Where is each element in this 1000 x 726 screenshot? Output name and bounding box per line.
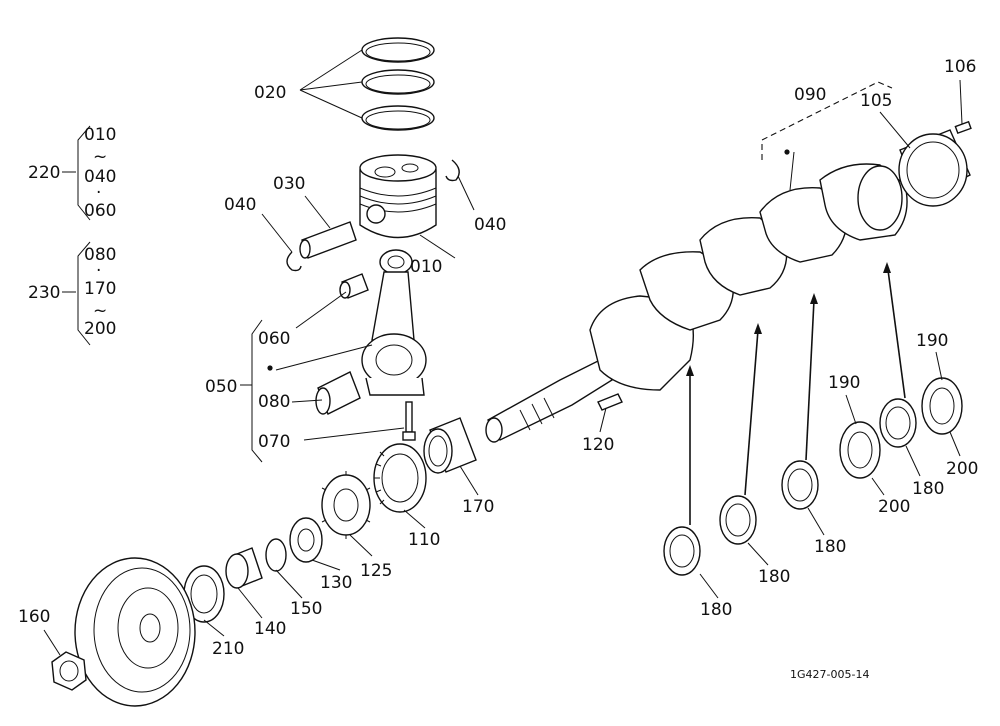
label-p190a: 190 bbox=[828, 373, 860, 393]
label-p106: 106 bbox=[944, 57, 976, 77]
kit-230-label: 230 bbox=[28, 283, 60, 303]
gear-125 bbox=[321, 471, 371, 539]
connecting-rod bbox=[361, 249, 427, 396]
nut-160 bbox=[51, 651, 87, 691]
kit-230-item-1: 080 bbox=[84, 245, 116, 265]
kit-230-item-5: 200 bbox=[84, 319, 116, 339]
main-bearing-180-a bbox=[663, 526, 701, 576]
label-p030: 030 bbox=[273, 174, 305, 194]
crankshaft bbox=[485, 163, 908, 443]
snap-ring-left bbox=[286, 251, 302, 272]
label-p150: 150 bbox=[290, 599, 322, 619]
label-p105: 105 bbox=[860, 91, 892, 111]
label-p160: 160 bbox=[18, 607, 50, 627]
o-ring-150 bbox=[265, 538, 287, 572]
assembly-arrows bbox=[686, 262, 906, 525]
piston bbox=[359, 154, 437, 239]
piston-pin bbox=[299, 221, 357, 259]
label-p180b: 180 bbox=[758, 567, 790, 587]
crankshaft-pulley bbox=[74, 557, 196, 707]
label-p050: 050 bbox=[205, 377, 237, 397]
label-p140: 140 bbox=[254, 619, 286, 639]
kit-230-item-2: · bbox=[96, 261, 101, 281]
leader-lines bbox=[43, 49, 963, 656]
kit-230-item-4: ~ bbox=[93, 301, 107, 321]
label-p130: 130 bbox=[320, 573, 352, 593]
rod-bolt bbox=[402, 401, 416, 441]
thrust-washer-130 bbox=[289, 517, 323, 563]
label-p090: 090 bbox=[794, 85, 826, 105]
main-bearing-170 bbox=[423, 417, 477, 474]
thrust-collar-105 bbox=[898, 129, 971, 207]
label-p010: 010 bbox=[410, 257, 442, 277]
label-p210: 210 bbox=[212, 639, 244, 659]
thrust-washer-190-b bbox=[921, 377, 963, 435]
woodruff-key bbox=[597, 393, 623, 411]
piston-rings bbox=[361, 37, 435, 131]
snap-ring-right bbox=[445, 159, 460, 182]
crank-assembly-bracket bbox=[761, 81, 893, 160]
label-p180c: 180 bbox=[814, 537, 846, 557]
collar-140 bbox=[225, 547, 263, 589]
rod-bearing-080 bbox=[315, 371, 361, 415]
label-p180d: 180 bbox=[912, 479, 944, 499]
kit-230-item-3: 170 bbox=[84, 279, 116, 299]
label-p040b: 040 bbox=[474, 215, 506, 235]
figure-code: 1G427-005-14 bbox=[790, 668, 869, 681]
label-p200a: 200 bbox=[878, 497, 910, 517]
label-p125: 125 bbox=[360, 561, 392, 581]
main-bearing-180-c bbox=[781, 460, 819, 510]
assembly-dot-050 bbox=[267, 365, 273, 371]
label-p200b: 200 bbox=[946, 459, 978, 479]
label-p110: 110 bbox=[408, 530, 440, 550]
small-end-bushing bbox=[339, 273, 369, 299]
label-p180a: 180 bbox=[700, 600, 732, 620]
kit-230-bracket: 230 080 · 170 ~ 200 bbox=[28, 245, 116, 339]
assembly-dot-090 bbox=[784, 149, 790, 155]
label-p070: 070 bbox=[258, 432, 290, 452]
kit-220-item-4: · bbox=[96, 183, 101, 203]
label-p170: 170 bbox=[462, 497, 494, 517]
main-bearing-180-b bbox=[719, 495, 757, 545]
kit-220-item-1: 010 bbox=[84, 125, 116, 145]
label-p040a: 040 bbox=[224, 195, 256, 215]
kit-220-item-3: 040 bbox=[84, 167, 116, 187]
crank-gear-110 bbox=[373, 443, 427, 513]
kit-220-item-5: 060 bbox=[84, 201, 116, 221]
label-p190b: 190 bbox=[916, 331, 948, 351]
main-bearing-180-d bbox=[879, 398, 917, 448]
label-p120: 120 bbox=[582, 435, 614, 455]
kit-220-item-2: ~ bbox=[93, 147, 107, 167]
thrust-washer-190-a bbox=[839, 421, 881, 479]
label-p060: 060 bbox=[258, 329, 290, 349]
pin-106 bbox=[954, 120, 972, 135]
label-p080: 080 bbox=[258, 392, 290, 412]
label-p020: 020 bbox=[254, 83, 286, 103]
part-labels: 010 020 030 040 040 050 060 070 080 090 … bbox=[18, 57, 978, 659]
kit-220-label: 220 bbox=[28, 163, 60, 183]
kit-220-bracket: 220 010 ~ 040 · 060 bbox=[28, 125, 116, 221]
